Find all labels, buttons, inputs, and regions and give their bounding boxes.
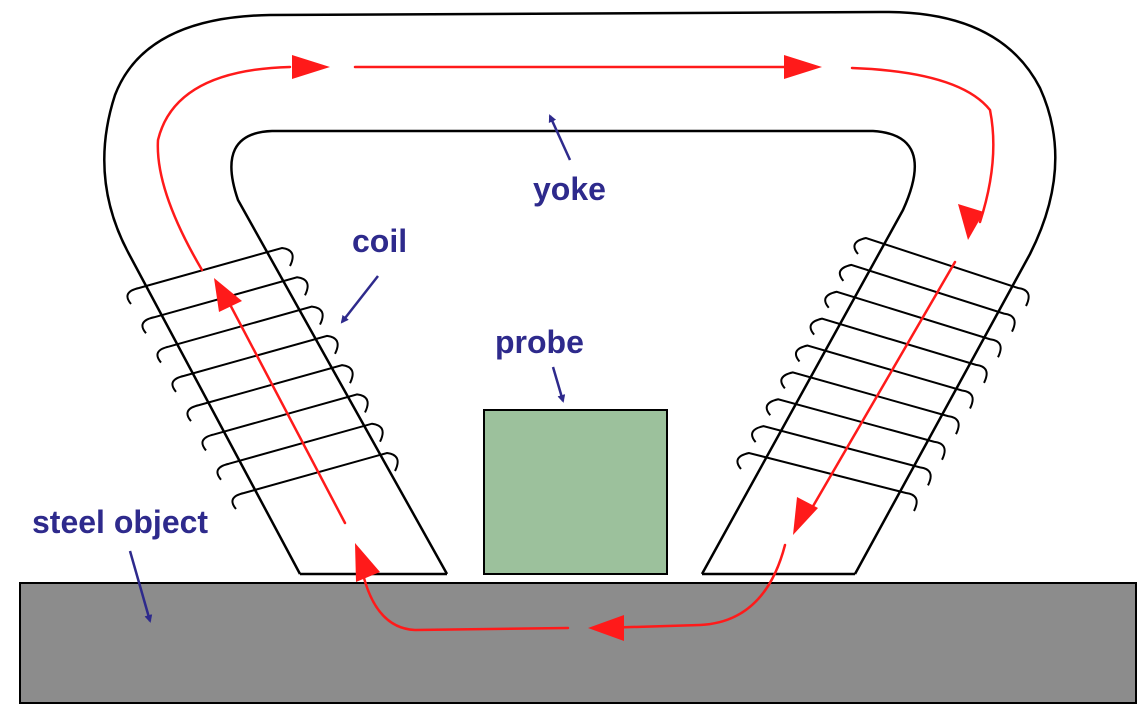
flux-arrowhead-left-leg xyxy=(214,278,242,312)
flux-arrowhead-bottom xyxy=(588,615,624,641)
flux-arrowhead-bottom-left xyxy=(355,543,380,582)
coil-left xyxy=(126,246,399,510)
coil-winding xyxy=(231,451,399,510)
flux-line-left-curve xyxy=(156,65,292,272)
flux-line-bottom-left xyxy=(360,568,570,632)
flux-line-right-curve xyxy=(850,66,995,224)
coil-winding xyxy=(794,344,974,409)
yoke-pointer-arrow xyxy=(548,114,572,161)
coil-winding xyxy=(824,290,1002,358)
steel-pointer-arrow xyxy=(128,550,153,623)
coil-winding xyxy=(171,334,339,393)
coil-winding xyxy=(751,425,932,486)
yoke-label: yoke xyxy=(533,171,606,207)
coil-winding xyxy=(126,246,294,305)
flux-line-right-leg xyxy=(803,260,957,522)
probe xyxy=(483,409,668,575)
coil-winding xyxy=(780,371,960,435)
coil-winding xyxy=(201,393,369,452)
coil-winding xyxy=(765,398,946,461)
steel-object xyxy=(19,582,1137,704)
flux-line-bottom-right xyxy=(598,543,787,630)
probe-label: probe xyxy=(495,324,584,360)
yoke-outline xyxy=(103,10,1057,575)
coil-winding xyxy=(853,236,1030,307)
coil-pointer-arrow xyxy=(340,275,379,324)
probe-pointer-arrow xyxy=(551,366,566,403)
coil-winding xyxy=(838,263,1016,333)
flux-arrowhead-right-leg xyxy=(793,497,818,535)
coil-label: coil xyxy=(352,223,407,259)
flux-arrowhead-top-left xyxy=(292,55,330,79)
coil-winding xyxy=(809,317,988,384)
flux-arrowhead-top-right xyxy=(784,55,822,79)
flux-line-left-leg xyxy=(223,293,347,525)
steel-object-label: steel object xyxy=(32,504,208,540)
coil-winding xyxy=(736,451,918,512)
coil-winding xyxy=(216,422,384,481)
coil-right xyxy=(736,236,1030,512)
flux-arrowhead-right-curve xyxy=(958,204,984,240)
coil-winding xyxy=(186,364,354,422)
